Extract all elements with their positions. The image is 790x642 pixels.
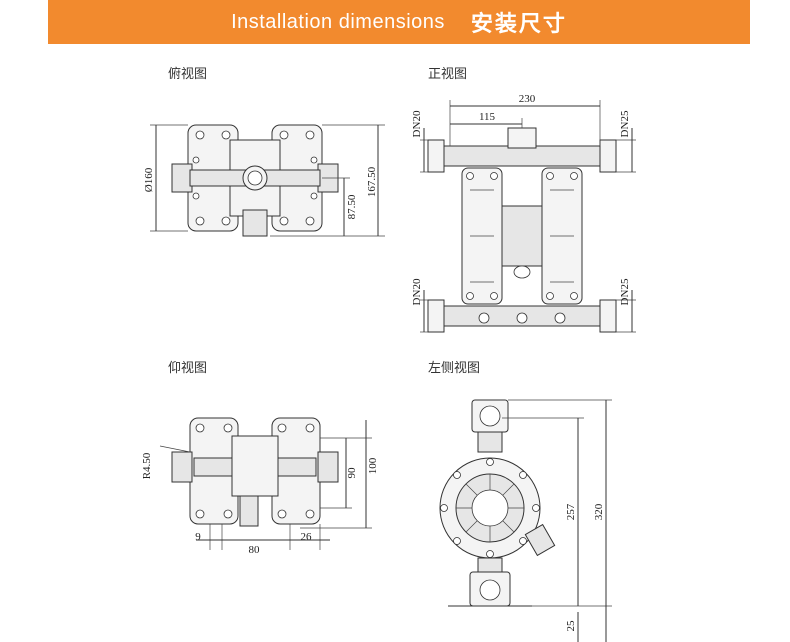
front-bottom-right-dn: DN25	[619, 278, 631, 305]
bottom-center-label: 80	[249, 544, 261, 556]
header-banner: Installation dimensions 安装尺寸	[48, 0, 750, 44]
front-top-outlet	[507, 127, 537, 149]
top-depth-label: 167.50	[366, 166, 378, 197]
side-air-inlet	[524, 523, 556, 557]
front-bottom-right-port	[599, 299, 617, 333]
bottom-air-inlet	[239, 495, 259, 527]
bottom-inner-label: 90	[346, 467, 358, 479]
side-bottom-bore	[479, 579, 501, 601]
front-center-body	[501, 205, 543, 267]
side-top-neck	[477, 431, 503, 453]
front-width-label: 230	[519, 93, 536, 105]
bottom-view-label: 仰视图	[168, 361, 208, 376]
bottom-left-label: 9	[195, 531, 201, 543]
header-title-zh: 安装尺寸	[470, 12, 567, 37]
front-bottom-left-dn: DN20	[411, 278, 423, 305]
top-view: Ø160 87.50 167.50	[143, 124, 385, 237]
front-top-left-port	[427, 139, 445, 173]
top-left-port	[171, 163, 193, 193]
top-air-inlet	[242, 209, 268, 237]
bottom-left-port	[171, 451, 193, 483]
bottom-right-label: 26	[301, 531, 313, 543]
side-top-bore	[479, 405, 501, 427]
side-base-label: 25	[565, 620, 577, 632]
side-total-height-label: 320	[593, 503, 605, 520]
bottom-right-port	[317, 451, 339, 483]
top-outlet-bore	[247, 170, 263, 186]
front-view-label: 正视图	[428, 67, 468, 82]
front-top-right-port	[599, 139, 617, 173]
top-view-label: 俯视图	[168, 67, 208, 82]
top-diameter-label: Ø160	[143, 167, 155, 192]
bottom-outer-label: 100	[367, 457, 379, 474]
side-center-bore	[471, 489, 509, 527]
side-bottom-neck	[477, 557, 503, 573]
front-top-right-dn: DN25	[619, 110, 631, 137]
bottom-view: R4.50 90 100 9 80 26	[141, 417, 379, 556]
front-air-port	[513, 265, 531, 279]
front-half-width-label: 115	[479, 111, 496, 123]
header-title-en: Installation dimensions	[231, 10, 445, 33]
front-bottom-left-port	[427, 299, 445, 333]
front-top-manifold	[435, 145, 609, 167]
side-view: 257 320 25	[439, 399, 612, 642]
top-offset-label: 87.50	[346, 194, 358, 219]
side-view-label: 左侧视图	[428, 361, 481, 376]
front-view: 230 115 DN20 DN25 DN20 DN25	[411, 93, 636, 333]
front-top-left-dn: DN20	[411, 110, 423, 137]
side-inner-height-label: 257	[565, 503, 577, 520]
bottom-center-body	[231, 435, 279, 497]
bottom-radius-label: R4.50	[141, 452, 153, 479]
